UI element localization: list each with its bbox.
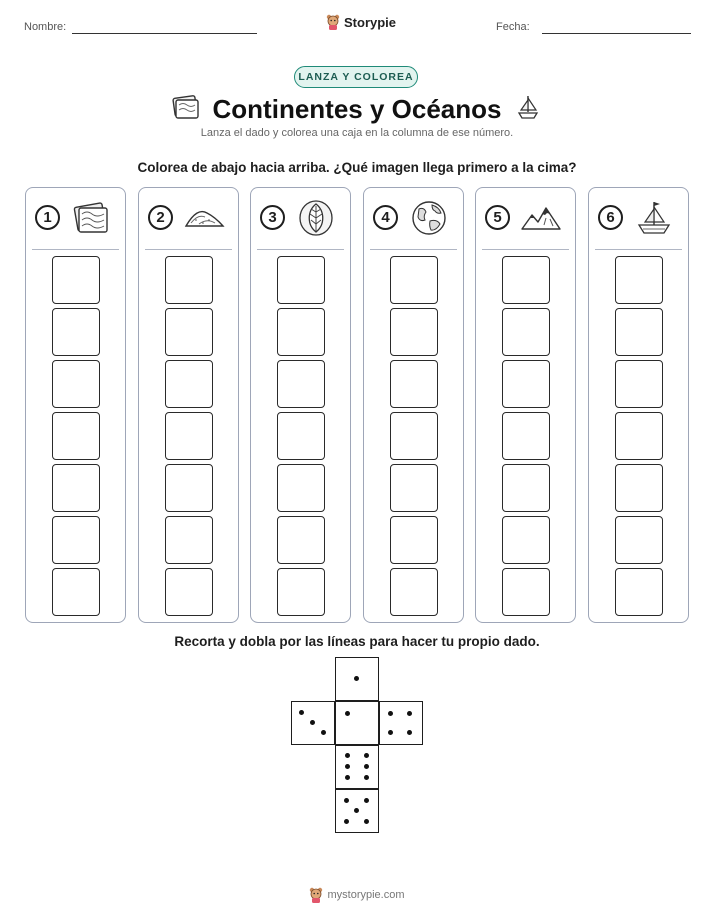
brand-name: Storypie [344, 14, 397, 30]
die-face-5[interactable] [335, 789, 379, 833]
color-box[interactable] [502, 256, 550, 304]
sand-dune-icon [184, 210, 225, 227]
color-box[interactable] [390, 464, 438, 512]
column-number: 2 [148, 205, 173, 230]
color-box[interactable] [277, 568, 325, 616]
column-divider [370, 249, 457, 250]
color-box[interactable] [165, 464, 213, 512]
map-icon [172, 95, 199, 119]
column-4: 4 [363, 187, 464, 623]
name-label: Nombre: [24, 21, 67, 33]
map-icon [73, 202, 108, 233]
color-box[interactable] [502, 360, 550, 408]
color-box[interactable] [165, 412, 213, 460]
page-title: Continentes y Océanos [212, 93, 502, 124]
bear-icon [326, 14, 340, 30]
column-number: 1 [35, 205, 60, 230]
globe-icon [412, 201, 446, 235]
column-6: 6 [588, 187, 689, 623]
color-box[interactable] [277, 256, 325, 304]
column-1: 1 [25, 187, 126, 623]
color-box[interactable] [52, 308, 100, 356]
color-box[interactable] [615, 360, 663, 408]
color-box[interactable] [165, 360, 213, 408]
column-divider [595, 249, 682, 250]
color-box[interactable] [52, 256, 100, 304]
color-box[interactable] [165, 568, 213, 616]
color-box[interactable] [277, 464, 325, 512]
color-box[interactable] [615, 464, 663, 512]
color-box[interactable] [277, 516, 325, 564]
color-box[interactable] [615, 412, 663, 460]
color-box[interactable] [615, 256, 663, 304]
die-face-center[interactable] [335, 701, 379, 745]
column-divider [32, 249, 119, 250]
color-box[interactable] [52, 464, 100, 512]
color-box[interactable] [277, 308, 325, 356]
color-box[interactable] [390, 412, 438, 460]
color-box[interactable] [615, 308, 663, 356]
die-face-3[interactable] [291, 701, 335, 745]
color-box[interactable] [165, 308, 213, 356]
die-face-4[interactable] [379, 701, 423, 745]
mountains-icon [521, 207, 561, 230]
die-face-6[interactable] [335, 745, 379, 789]
color-box[interactable] [52, 516, 100, 564]
bear-icon [310, 887, 323, 903]
column-2: 2 [138, 187, 239, 623]
color-box[interactable] [52, 412, 100, 460]
subtitle: Lanza el dado y colorea una caja en la c… [200, 127, 514, 139]
date-label: Fecha: [496, 21, 530, 33]
color-box[interactable] [615, 568, 663, 616]
column-divider [257, 249, 344, 250]
color-box[interactable] [277, 412, 325, 460]
color-box[interactable] [502, 308, 550, 356]
date-line[interactable] [542, 33, 691, 34]
color-box[interactable] [502, 464, 550, 512]
footer: mystorypie.com [0, 887, 714, 903]
brand-logo: Storypie [326, 14, 396, 30]
column-divider [482, 249, 569, 250]
column-number: 4 [373, 205, 398, 230]
color-box[interactable] [502, 516, 550, 564]
color-box[interactable] [390, 516, 438, 564]
sailboat-icon [637, 202, 671, 234]
color-box[interactable] [165, 256, 213, 304]
die-face-1[interactable] [335, 657, 379, 701]
color-box[interactable] [165, 516, 213, 564]
column-number: 6 [598, 205, 623, 230]
color-box[interactable] [52, 360, 100, 408]
column-5: 5 [475, 187, 576, 623]
instruction-coloring: Colorea de abajo hacia arriba. ¿Qué imag… [137, 160, 577, 175]
column-3: 3 [250, 187, 351, 623]
name-line[interactable] [72, 33, 257, 34]
sailboat-icon [517, 96, 539, 119]
color-box[interactable] [390, 256, 438, 304]
color-box[interactable] [277, 360, 325, 408]
color-box[interactable] [52, 568, 100, 616]
color-box[interactable] [390, 568, 438, 616]
footer-url[interactable]: mystorypie.com [327, 889, 405, 901]
column-number: 5 [485, 205, 510, 230]
color-box[interactable] [502, 412, 550, 460]
column-divider [145, 249, 232, 250]
color-box[interactable] [390, 360, 438, 408]
color-box[interactable] [502, 568, 550, 616]
instruction-die: Recorta y dobla por las líneas para hace… [174, 634, 540, 649]
color-box[interactable] [390, 308, 438, 356]
leaf-icon [299, 200, 333, 236]
activity-badge: LANZA Y COLOREA [294, 66, 418, 88]
column-number: 3 [260, 205, 285, 230]
color-box[interactable] [615, 516, 663, 564]
